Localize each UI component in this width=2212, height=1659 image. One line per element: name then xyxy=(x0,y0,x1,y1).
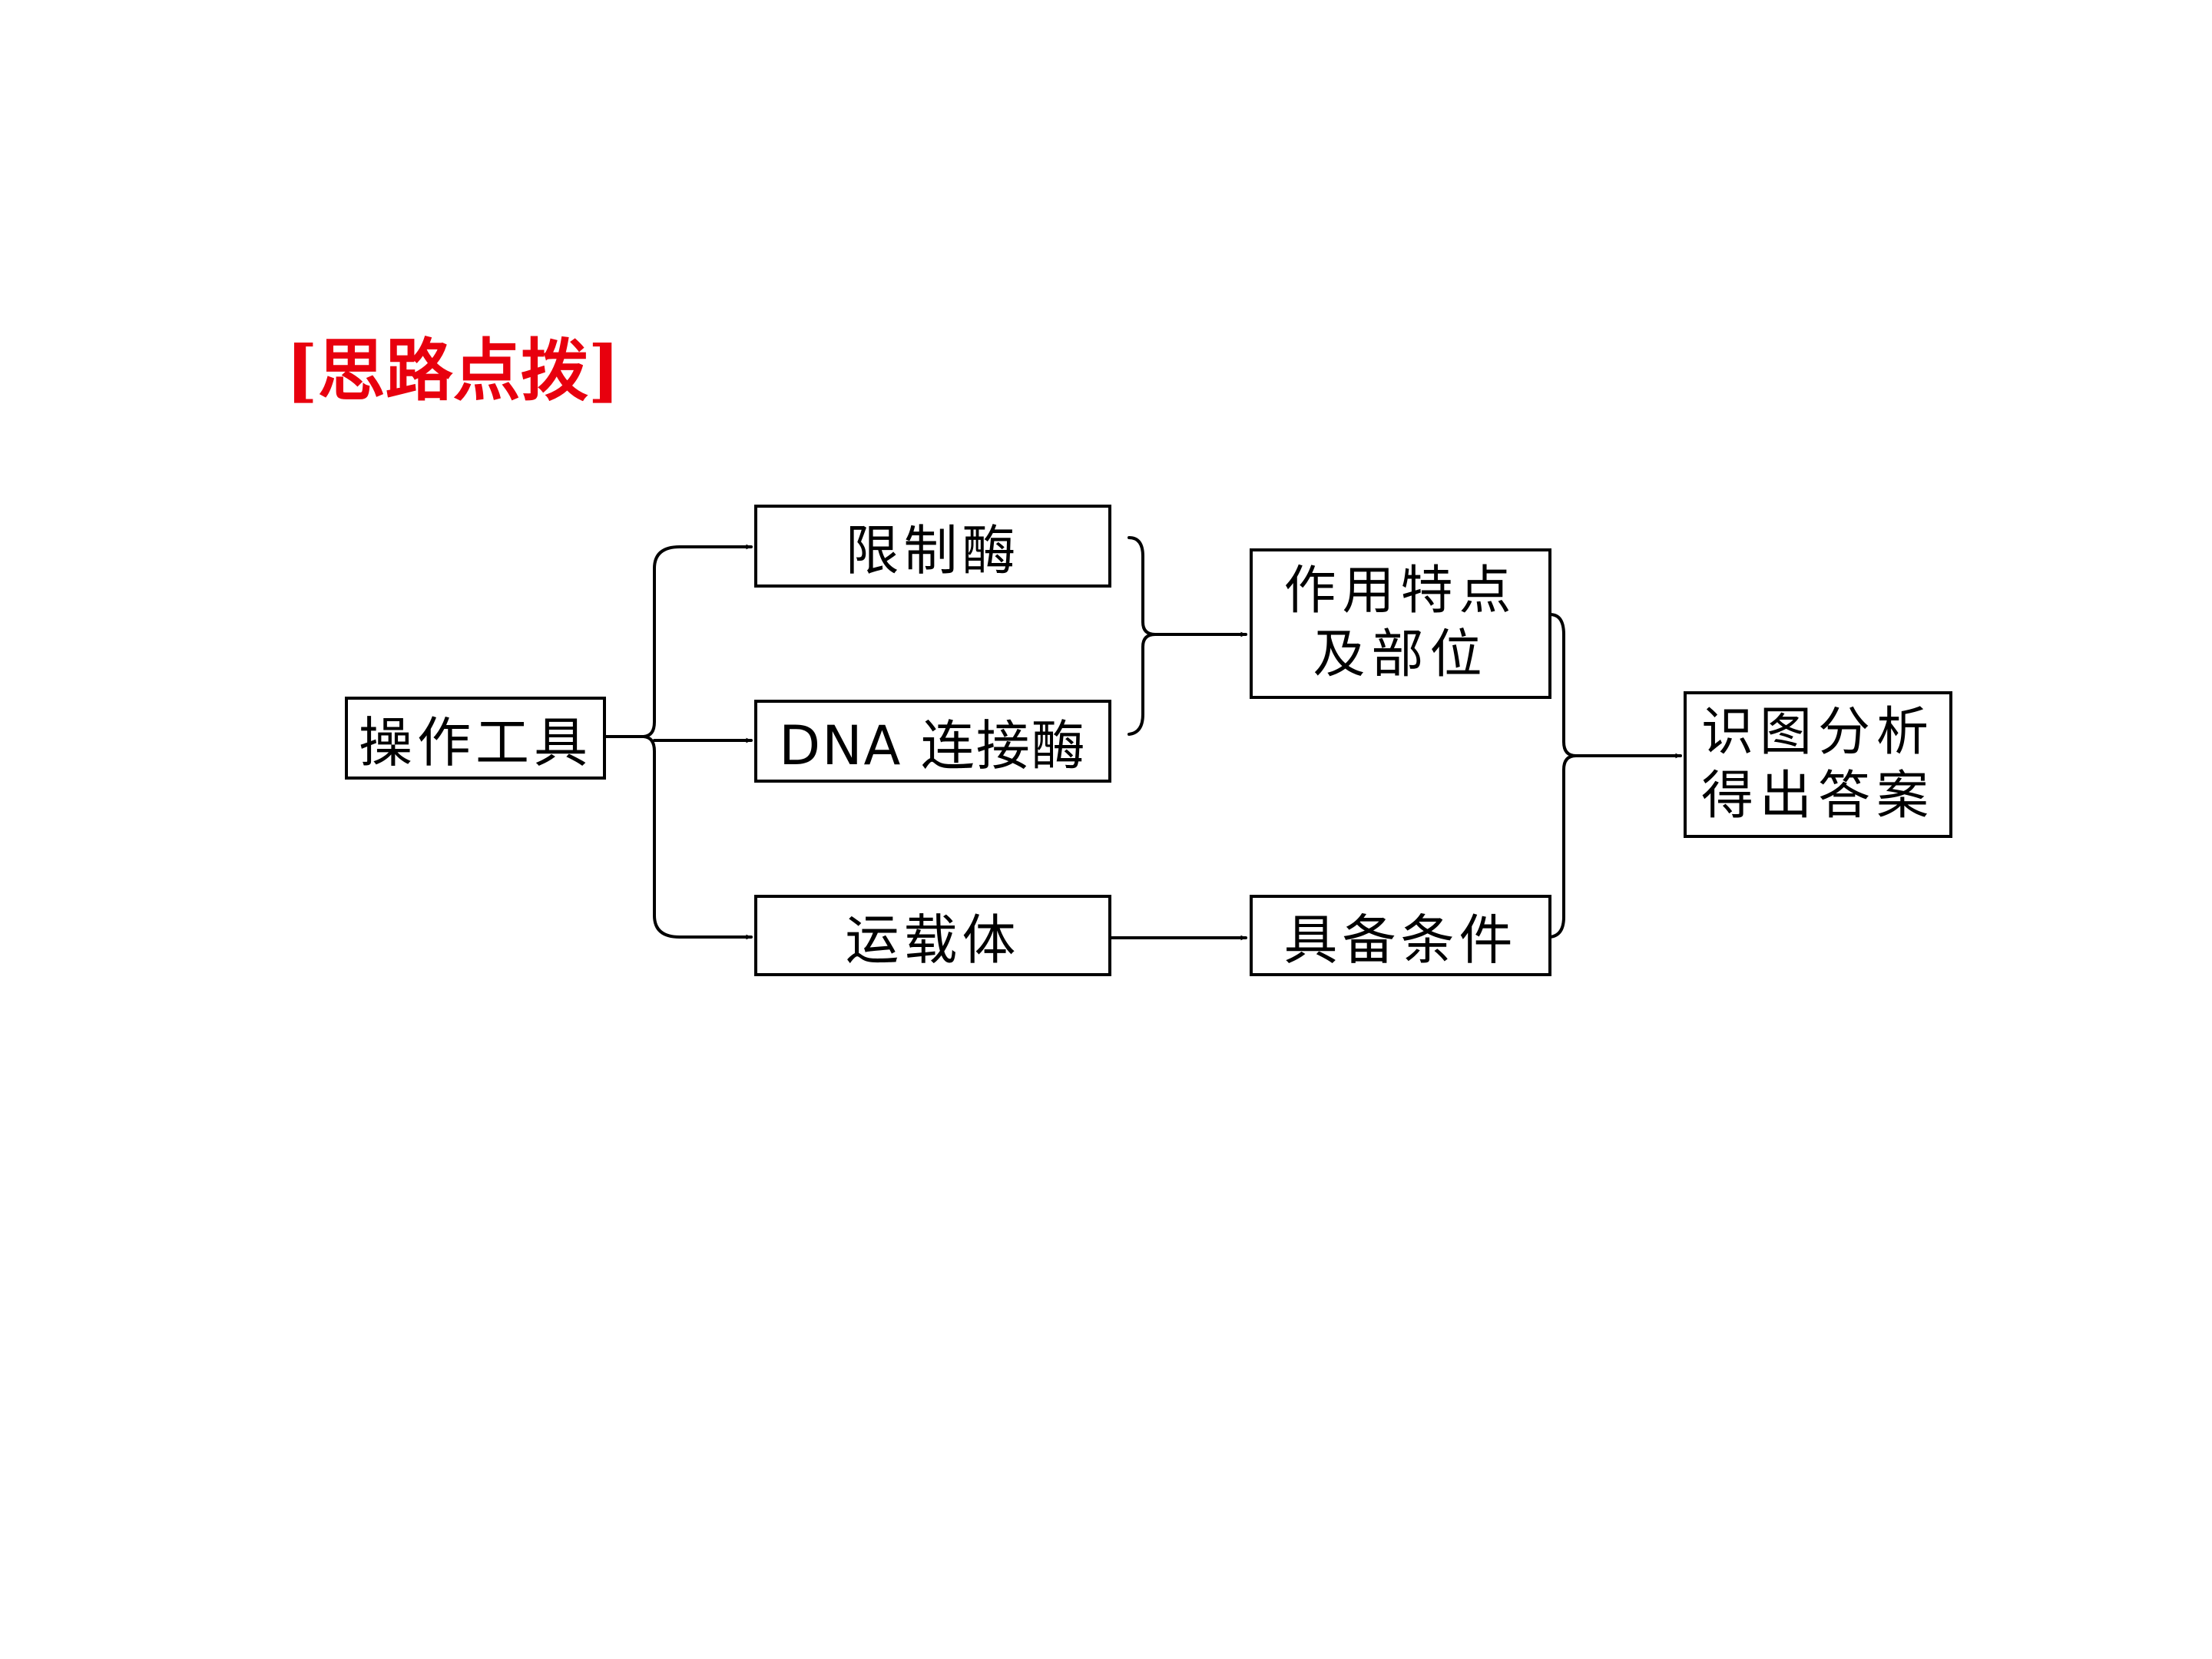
node-answer-line2: 得出答案 xyxy=(1700,765,1935,826)
node-vector-label: 运载体 xyxy=(845,908,1021,972)
node-required-conditions: 具备条件 xyxy=(1250,895,1551,976)
node-answer-line1: 识图分析 xyxy=(1700,701,1935,763)
brace-tools-branch xyxy=(642,545,681,939)
node-function-line2: 及部位 xyxy=(1313,624,1488,685)
node-dna-ligase: DNA 连接酶 xyxy=(754,700,1111,783)
page-title: [思路点拨] xyxy=(286,330,621,410)
node-analyze-answer: 识图分析 得出答案 xyxy=(1684,691,1952,838)
node-required-conditions-label: 具备条件 xyxy=(1283,908,1518,972)
node-vector: 运载体 xyxy=(754,895,1111,976)
node-function-line1: 作用特点 xyxy=(1283,561,1518,622)
node-function-and-site: 作用特点 及部位 xyxy=(1250,548,1551,699)
node-operation-tools: 操作工具 xyxy=(345,697,606,780)
brace-enzymes-merge xyxy=(1128,536,1157,736)
node-restriction-enzyme: 限制酶 xyxy=(754,505,1111,588)
node-dna-ligase-label: DNA 连接酶 xyxy=(779,714,1087,777)
node-restriction-enzyme-label: 限制酶 xyxy=(845,518,1021,582)
node-operation-tools-label: 操作工具 xyxy=(359,710,592,774)
brace-answer-merge xyxy=(1548,613,1578,939)
